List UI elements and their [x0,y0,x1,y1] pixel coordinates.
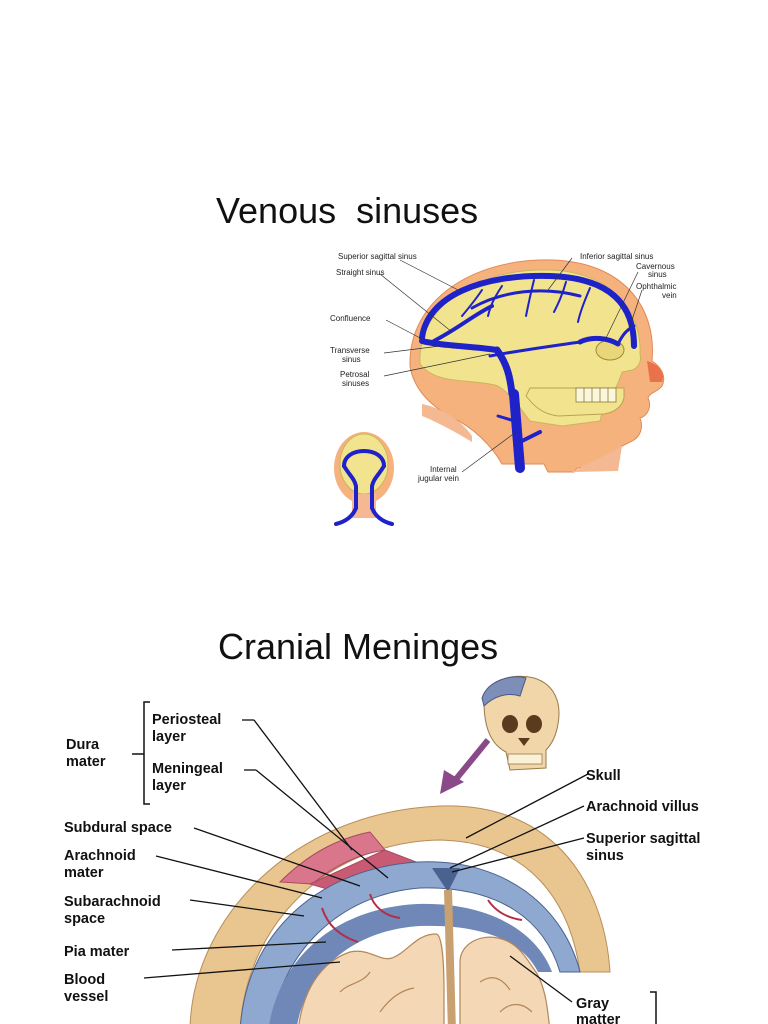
label-arachnoid: Arachnoid [64,848,136,864]
label-straight-sinus: Straight sinus [336,268,384,277]
venous-sinuses-diagram: Superior sagittal sinus Straight sinus C… [322,246,702,541]
skull-thumbnail [482,676,559,770]
label-arachnoid-mater: mater [64,865,104,881]
slide-title-venous-sinuses: Venous sinuses [216,190,478,232]
label-transverse-sinus: sinus [342,355,361,364]
label-dura: Dura [66,737,100,753]
label-jugular-vein: jugular vein [417,474,459,483]
label-meningeal-layer: layer [152,778,186,794]
label-cavernous-sinus: sinus [648,270,667,279]
label-subarachnoid-space: space [64,911,105,927]
label-subarachnoid: Subarachnoid [64,894,161,910]
pointer-arrow-icon [440,740,488,794]
front-view-inset [334,432,394,524]
label-superior-sagittal: Superior sagittal [586,831,700,847]
slide-title-cranial-meninges: Cranial Meninges [218,626,498,668]
label-transverse: Transverse [330,346,370,355]
label-confluence: Confluence [330,314,371,323]
label-pia-mater: Pia mater [64,944,130,960]
label-petrosal-sinuses: sinuses [342,379,369,388]
teeth [576,388,616,402]
internal-jugular-vein [514,394,520,468]
label-periosteal: Periosteal [152,712,221,728]
label-superior-sagittal-sinus: Superior sagittal sinus [338,252,417,261]
label-inferior-sagittal-sinus: Inferior sagittal sinus [580,252,653,261]
label-blood: Blood [64,972,105,988]
label-ophthalmic: Ophthalmic [636,282,676,291]
label-skull: Skull [586,768,621,784]
cranial-meninges-diagram: Dura mater Periosteal layer Meningeal la… [40,672,740,1024]
label-superior-sagittal-sinus: sinus [586,848,624,864]
label-periosteal-layer: layer [152,729,186,745]
label-ophthalmic-vein: vein [662,291,677,300]
label-petrosal: Petrosal [340,370,370,379]
label-dura-mater: mater [66,754,106,770]
label-subdural-space: Subdural space [64,820,172,836]
label-meningeal: Meningeal [152,761,223,777]
dura-bracket [132,702,150,804]
label-gray-matter: matter [576,1012,621,1024]
label-blood-vessel: vessel [64,989,108,1005]
label-gray: Gray [576,996,609,1012]
label-internal: Internal [430,465,457,474]
label-arachnoid-villus: Arachnoid villus [586,799,699,815]
